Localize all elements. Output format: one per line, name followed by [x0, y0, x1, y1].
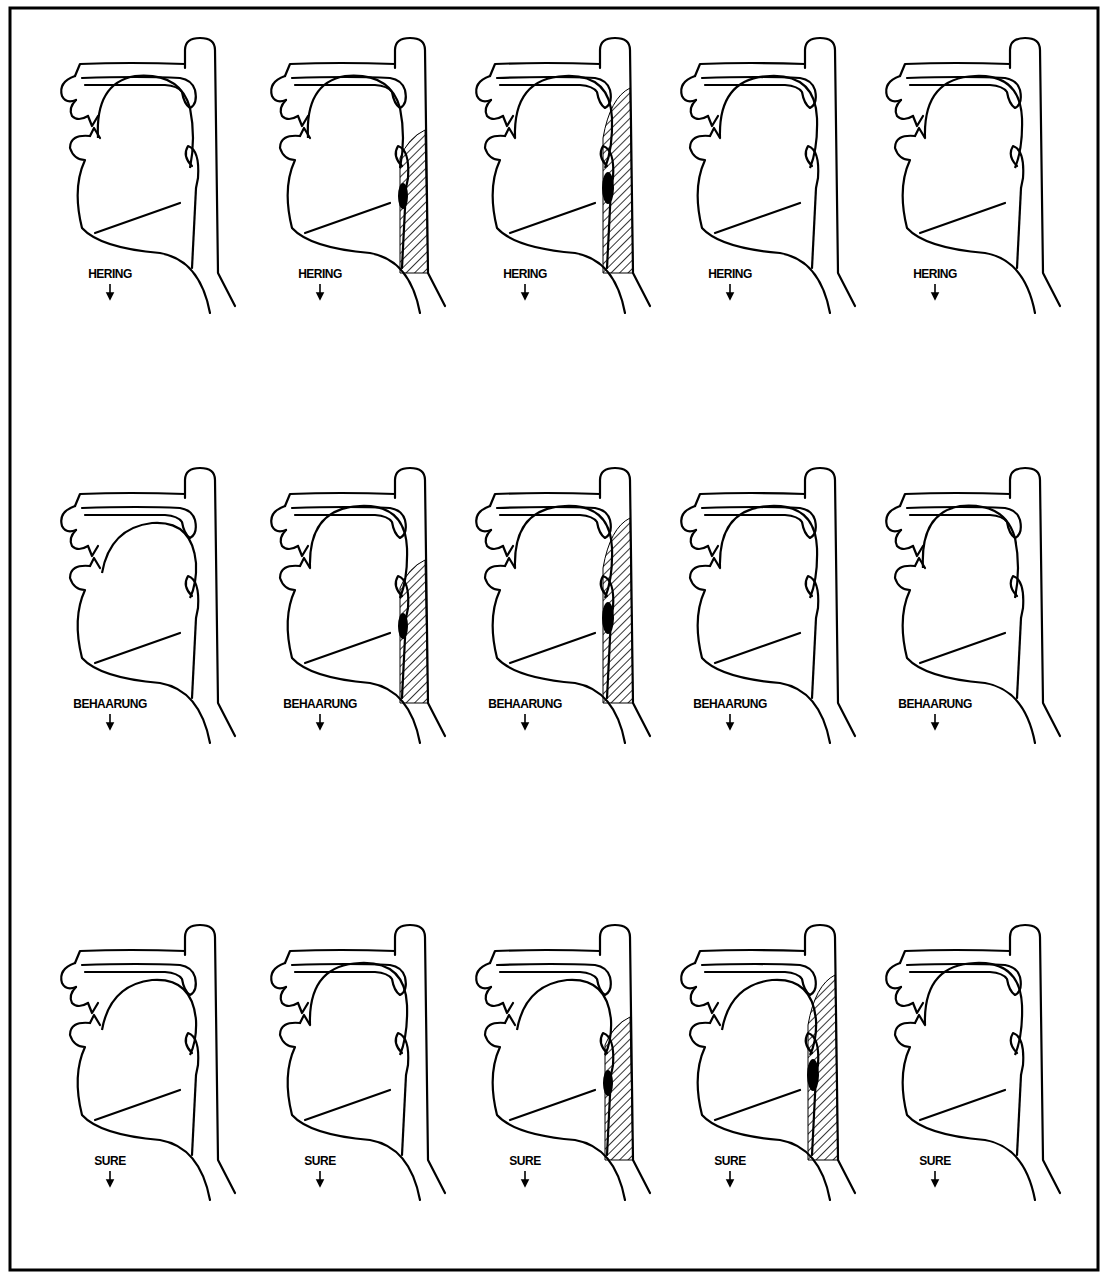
word-label: BEHAARUNG	[897, 697, 973, 711]
head-profile	[61, 38, 235, 313]
head-profile	[271, 38, 445, 313]
word-label: SURE	[508, 1154, 541, 1168]
word-label: HERING	[87, 267, 133, 281]
word-label: BEHAARUNG	[282, 697, 358, 711]
head-profile	[476, 468, 650, 743]
head-profile	[886, 925, 1060, 1200]
head-profile	[61, 925, 235, 1200]
word-label: BEHAARUNG	[72, 697, 148, 711]
word-label: HERING	[297, 267, 343, 281]
head-profile	[681, 38, 855, 313]
word-label: SURE	[93, 1154, 126, 1168]
word-label: BEHAARUNG	[487, 697, 563, 711]
word-label: SURE	[713, 1154, 746, 1168]
frame	[10, 8, 1098, 1270]
head-profile	[681, 925, 855, 1200]
word-label: HERING	[707, 267, 753, 281]
word-label: BEHAARUNG	[692, 697, 768, 711]
head-profile	[681, 468, 855, 743]
word-label: SURE	[918, 1154, 951, 1168]
head-profile	[886, 38, 1060, 313]
word-label: SURE	[303, 1154, 336, 1168]
word-label: HERING	[502, 267, 548, 281]
head-profile	[476, 925, 650, 1200]
word-label: HERING	[912, 267, 958, 281]
head-profile	[886, 468, 1060, 743]
head-profile	[271, 925, 445, 1200]
head-profile	[476, 38, 650, 313]
head-profile	[61, 468, 235, 743]
head-profile	[271, 468, 445, 743]
